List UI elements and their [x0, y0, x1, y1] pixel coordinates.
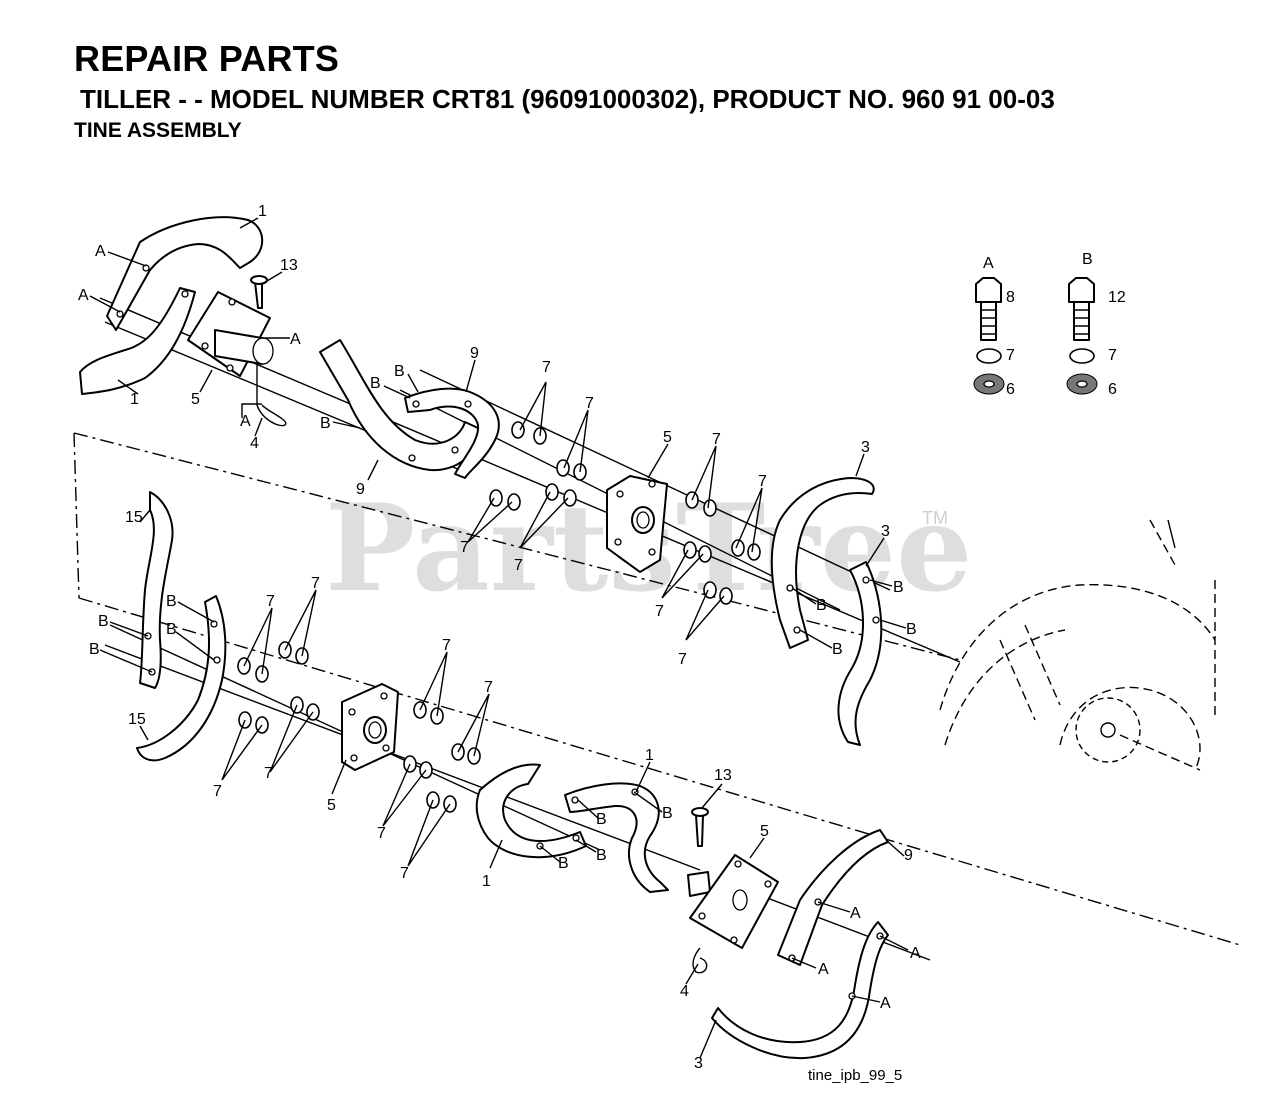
- callout-7: 7: [266, 593, 275, 610]
- key-label-a: A: [983, 255, 994, 272]
- callout-7: 7: [213, 783, 222, 800]
- callout-3: 3: [861, 439, 870, 456]
- callout-7: 7: [585, 395, 594, 412]
- callout-13: 13: [280, 257, 298, 274]
- lower-left-tines: [136, 491, 227, 762]
- key-b-nut-part: 6: [1108, 381, 1117, 398]
- callout-9: 9: [904, 847, 913, 864]
- callout-b: B: [816, 597, 827, 614]
- callout-a: A: [910, 945, 921, 962]
- callout-7: 7: [655, 603, 664, 620]
- lower-hub: [341, 683, 399, 771]
- section-title: TINE ASSEMBLY: [74, 119, 242, 142]
- callout-4: 4: [250, 435, 259, 452]
- tiller-body-phantom: [939, 519, 1216, 771]
- callout-b: B: [320, 415, 331, 432]
- callout-b: B: [98, 613, 109, 630]
- callout-7: 7: [442, 637, 451, 654]
- callout-b: B: [89, 641, 100, 658]
- upper-left-tine-set: [79, 216, 287, 427]
- key-a-nut-part: 6: [1006, 381, 1015, 398]
- upper-hub: [606, 475, 668, 573]
- callout-a: A: [880, 995, 891, 1012]
- key-b-lockwasher-part: 7: [1108, 347, 1117, 364]
- callout-7: 7: [400, 865, 409, 882]
- callout-7: 7: [678, 651, 687, 668]
- callout-7: 7: [758, 473, 767, 490]
- assembly-boundary: [73, 432, 1241, 946]
- callout-b: B: [370, 375, 381, 392]
- callout-7: 7: [311, 575, 320, 592]
- callout-15: 15: [128, 711, 146, 728]
- lower-right-tines: [711, 829, 889, 1060]
- key-b-bolt-part: 12: [1108, 289, 1126, 306]
- callout-7: 7: [542, 359, 551, 376]
- callout-3: 3: [881, 523, 890, 540]
- callout-7: 7: [712, 431, 721, 448]
- lower-right-hub: [687, 807, 779, 974]
- callout-5: 5: [327, 797, 336, 814]
- callout-labels: A 8 7 6 B 12 7 6 1 13 A A A A 1 5 4 9 B …: [78, 203, 1126, 1084]
- callout-1: 1: [130, 391, 139, 408]
- callout-b: B: [662, 805, 673, 822]
- key-a-lockwasher-part: 7: [1006, 347, 1015, 364]
- callout-7: 7: [377, 825, 386, 842]
- callout-5: 5: [663, 429, 672, 446]
- callout-b: B: [166, 621, 177, 638]
- callout-a: A: [818, 961, 829, 978]
- callout-4: 4: [680, 983, 689, 1000]
- callout-7: 7: [514, 557, 523, 574]
- callout-b: B: [558, 855, 569, 872]
- callout-3: 3: [694, 1055, 703, 1072]
- callout-a: A: [78, 287, 89, 304]
- axis-lines: [99, 297, 961, 961]
- callout-a: A: [850, 905, 861, 922]
- callout-b: B: [906, 621, 917, 638]
- callout-b: B: [394, 363, 405, 380]
- callout-b: B: [832, 641, 843, 658]
- callout-5: 5: [760, 823, 769, 840]
- callout-7: 7: [460, 539, 469, 556]
- callout-7: 7: [484, 679, 493, 696]
- key-label-b: B: [1082, 251, 1093, 268]
- callout-a: A: [240, 413, 251, 430]
- callout-9: 9: [470, 345, 479, 362]
- page-subtitle: TILLER - - MODEL NUMBER CRT81 (960910003…: [80, 84, 1055, 114]
- callout-5: 5: [191, 391, 200, 408]
- diagram-id: tine_ipb_99_5: [808, 1067, 902, 1084]
- callout-b: B: [596, 811, 607, 828]
- callout-a: A: [95, 243, 106, 260]
- page-title: REPAIR PARTS: [74, 38, 340, 79]
- callout-15: 15: [125, 509, 143, 526]
- header: REPAIR PARTS TILLER - - MODEL NUMBER CRT…: [0, 0, 1280, 160]
- callout-13: 13: [714, 767, 732, 784]
- callout-a: A: [290, 331, 301, 348]
- callout-9: 9: [356, 481, 365, 498]
- callout-7: 7: [264, 765, 273, 782]
- upper-middle-tines: [319, 339, 500, 479]
- hardware-key-icons: [973, 277, 1098, 395]
- callout-b: B: [893, 579, 904, 596]
- watermark-tm: TM: [922, 508, 948, 528]
- callout-b: B: [166, 593, 177, 610]
- callout-1: 1: [645, 747, 654, 764]
- callout-1: 1: [482, 873, 491, 890]
- callout-b: B: [596, 847, 607, 864]
- lower-middle-tines: [475, 763, 669, 893]
- leader-lines: [89, 217, 909, 1059]
- right-upper-tines: [770, 477, 883, 746]
- key-a-bolt-part: 8: [1006, 289, 1015, 306]
- callout-1: 1: [258, 203, 267, 220]
